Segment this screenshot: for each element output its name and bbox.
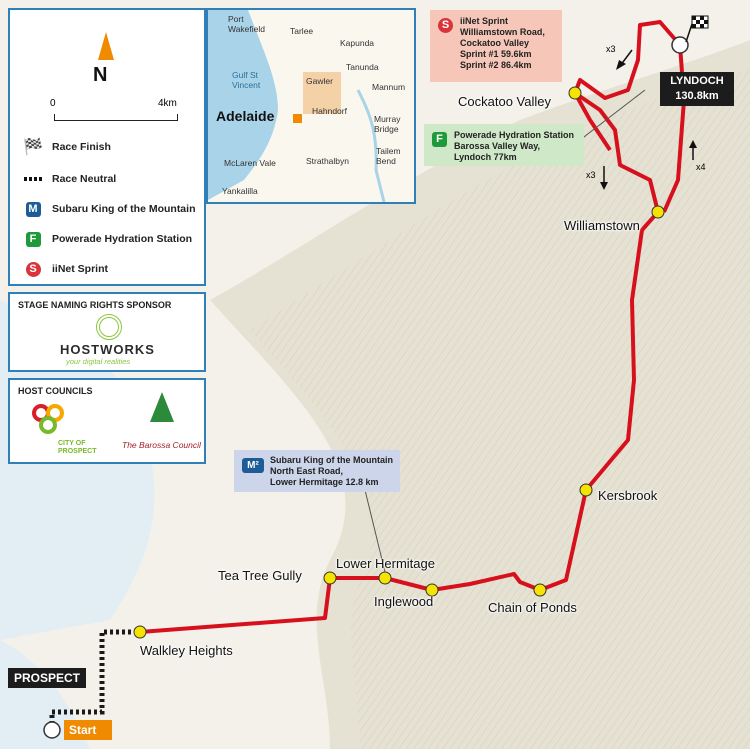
sponsor-heading: STAGE NAMING RIGHTS SPONSOR xyxy=(18,300,172,310)
inset-place-gawler: Gawler xyxy=(306,76,333,86)
finish-flag-icon xyxy=(685,15,709,43)
place-kersbrook: Kersbrook xyxy=(598,488,658,503)
prospect-council-name: CITY OF PROSPECT xyxy=(58,440,97,455)
finish-badge: LYNDOCH 130.8km xyxy=(660,72,734,106)
inset-city-adelaide: Adelaide xyxy=(216,108,275,124)
scale-bar xyxy=(54,114,178,121)
legend-label: Powerade Hydration Station xyxy=(52,233,193,245)
kom-callout-leader xyxy=(364,489,386,573)
waypoint-walkley-heights xyxy=(133,625,147,639)
waypoint-kersbrook xyxy=(579,483,593,497)
sponsor-logo-text: HOSTWORKS xyxy=(60,342,155,357)
waypoint-lower-hermitage xyxy=(378,571,392,585)
start-marker xyxy=(43,721,61,739)
scale-start-label: 0 xyxy=(50,98,56,109)
finish-distance: 130.8km xyxy=(675,90,719,102)
inset-place-yankalilla: Yankalilla xyxy=(222,186,258,196)
councils-panel: HOST COUNCILS CITY OF PROSPECT The Baros… xyxy=(8,378,206,464)
king-of-mountain-icon: M xyxy=(24,200,42,218)
barossa-logo xyxy=(150,392,174,422)
hydration-callout: F Powerade Hydration Station Barossa Val… xyxy=(424,124,584,166)
lap-count-lyndoch: x4 xyxy=(696,162,706,172)
inset-place-hahndorf: Hahndorf xyxy=(312,106,347,116)
kom-callout-title: Subaru King of the Mountain xyxy=(270,455,393,465)
inset-place-tanunda: Tanunda xyxy=(346,62,379,72)
north-arrow-icon xyxy=(98,32,114,60)
legend-item-race-neutral: Race Neutral xyxy=(24,170,116,188)
legend-label: Race Neutral xyxy=(52,173,117,185)
place-chain-of-ponds: Chain of Ponds xyxy=(488,600,577,615)
hydration-callout-road: Barossa Valley Way, xyxy=(454,141,541,151)
waypoints xyxy=(43,36,689,739)
inset-place-murray-bridge: Murray Bridge xyxy=(374,114,401,134)
sprint-icon: S xyxy=(24,260,42,278)
sprint-icon: S xyxy=(438,18,453,33)
sponsor-panel: STAGE NAMING RIGHTS SPONSOR HOSTWORKS yo… xyxy=(8,292,206,372)
hydration-callout-distance: Lyndoch 77km xyxy=(454,152,517,162)
place-williamstown: Williamstown xyxy=(564,218,640,233)
inset-place-strathalbyn: Strathalbyn xyxy=(306,156,349,166)
neutral-route xyxy=(49,629,140,730)
inset-place-tailem-bend: Tailem Bend xyxy=(376,146,401,166)
prospect-logo xyxy=(32,404,72,436)
legend-item-sprint: S iiNet Sprint xyxy=(24,260,108,278)
kom-callout-road: North East Road, xyxy=(270,466,344,476)
waypoint-williamstown xyxy=(651,205,665,219)
inset-place-tarlee: Tarlee xyxy=(290,26,314,36)
king-of-mountain-icon: M² xyxy=(242,458,264,473)
councils-heading: HOST COUNCILS xyxy=(18,386,93,396)
legend-label: Subaru King of the Mountain xyxy=(52,203,196,215)
hydration-station-icon: F xyxy=(432,132,447,147)
dashed-line-icon xyxy=(24,170,42,188)
inset-place-mclaren-vale: McLaren Vale xyxy=(224,158,276,168)
legend-panel: N 0 4km 🏁 Race Finish Race Neutral M Sub… xyxy=(8,8,206,286)
route-cockatoo-branch xyxy=(573,92,612,152)
place-walkley-heights: Walkley Heights xyxy=(140,643,233,658)
sprint-callout-title: iiNet Sprint xyxy=(460,16,509,26)
finish-name: LYNDOCH xyxy=(670,75,724,87)
sprint-callout: S iiNet Sprint Williamstown Road, Cockat… xyxy=(430,10,562,82)
sprint-callout-distance-1: Sprint #1 59.6km xyxy=(460,49,532,59)
legend-item-race-finish: 🏁 Race Finish xyxy=(23,138,111,156)
sprint-callout-place: Cockatoo Valley xyxy=(460,38,530,48)
kom-callout-distance: Lower Hermitage 12.8 km xyxy=(270,477,379,487)
sponsor-tagline: your digital realities xyxy=(66,357,131,366)
inset-place-kapunda: Kapunda xyxy=(340,38,375,48)
sprint-callout-distance-2: Sprint #2 86.4km xyxy=(460,60,532,70)
waypoint-tea-tree-gully xyxy=(323,571,337,585)
legend-item-king-of-mountain: M Subaru King of the Mountain xyxy=(24,200,195,218)
place-inglewood: Inglewood xyxy=(374,594,434,609)
inset-place-mannum: Mannum xyxy=(372,82,406,92)
waypoint-cockatoo-valley xyxy=(568,86,582,100)
sprint-callout-road: Williamstown Road, xyxy=(460,27,545,37)
hydration-callout-leader xyxy=(579,89,646,141)
waypoint-chain-of-ponds xyxy=(533,583,547,597)
scale-end-label: 4km xyxy=(158,98,177,109)
start-town-badge: PROSPECT xyxy=(8,668,86,688)
hydration-station-icon: F xyxy=(24,230,42,248)
waypoint-inglewood xyxy=(425,583,439,597)
north-label: N xyxy=(93,64,108,86)
checkered-flag-icon: 🏁 xyxy=(23,139,43,156)
locator-inset-map: Port Wakefield Tarlee Kapunda Gawler Tan… xyxy=(206,8,416,204)
inset-place-port-wakefield: Port Wakefield xyxy=(228,14,266,34)
legend-label: iiNet Sprint xyxy=(52,263,109,275)
finish-marker xyxy=(671,36,689,54)
legend-label: Race Finish xyxy=(52,141,111,153)
lap-count-cockatoo: x3 xyxy=(606,44,616,54)
start-badge: Start xyxy=(64,720,112,740)
legend-item-hydration: F Powerade Hydration Station xyxy=(24,230,192,248)
place-cockatoo-valley: Cockatoo Valley xyxy=(458,94,551,109)
inset-gulf-label: Gulf St Vincent xyxy=(232,70,261,90)
inset-geography xyxy=(208,10,386,202)
place-lower-hermitage: Lower Hermitage xyxy=(336,556,435,571)
hydration-callout-title: Powerade Hydration Station xyxy=(454,130,575,140)
place-tea-tree-gully: Tea Tree Gully xyxy=(218,568,302,583)
lap-count-williamstown: x3 xyxy=(586,170,596,180)
barossa-council-name: The Barossa Council xyxy=(122,440,201,450)
kom-callout: M² Subaru King of the Mountain North Eas… xyxy=(234,450,400,492)
hostworks-logo xyxy=(96,314,122,340)
